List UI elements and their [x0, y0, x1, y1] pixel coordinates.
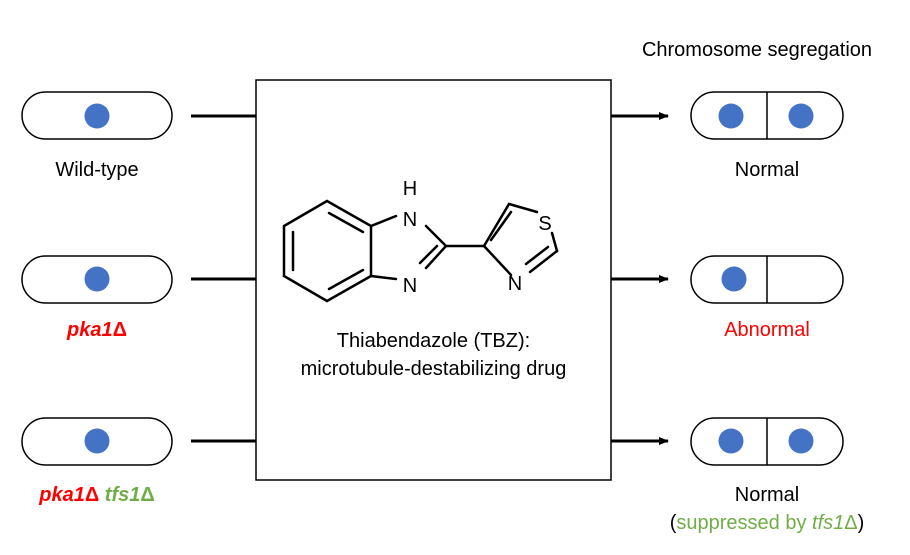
nucleus — [718, 103, 744, 129]
label-normal-1: Normal — [667, 158, 867, 182]
label-part: Δ — [844, 512, 858, 534]
atom-h: H — [403, 178, 417, 200]
label-part: tfs1 — [812, 512, 845, 534]
atom-n-thiazole: N — [508, 273, 522, 295]
label-part: Normal — [734, 484, 800, 506]
input-cell-pka1-tfs1 — [21, 417, 173, 466]
atom-s: S — [538, 213, 551, 235]
label-part: tfs1 — [104, 484, 141, 506]
output-cell-abnormal — [690, 255, 844, 304]
label-part: Δ — [140, 484, 155, 506]
label-part: suppressed by — [676, 512, 813, 534]
drug-name: Thiabendazole (TBZ): — [336, 330, 531, 352]
nucleus — [721, 266, 747, 292]
tbz-structure — [282, 199, 559, 303]
output-cell-normal-1 — [690, 91, 844, 140]
label-part: pka1 — [39, 484, 85, 506]
drug-description: microtubule-destabilizing drug — [300, 358, 567, 380]
label-wild-type: Wild-type — [2, 158, 192, 182]
label-abnormal: Abnormal — [667, 318, 867, 342]
nucleus — [84, 103, 110, 129]
drug-box — [255, 79, 612, 481]
output-cell-normal-2 — [690, 417, 844, 466]
atom-n-top: N — [403, 209, 417, 231]
header-title: Chromosome segregation — [641, 39, 873, 61]
nucleus — [788, 428, 814, 454]
label-part: Wild-type — [55, 159, 139, 181]
label-pka1: pka1Δ — [2, 318, 192, 342]
label-part: Δ — [84, 484, 100, 506]
label-normal-2: Normal — [667, 483, 867, 507]
nucleus — [84, 428, 110, 454]
label-part: Normal — [734, 159, 800, 181]
label-suppression-note: (suppressed by tfs1Δ) — [637, 511, 897, 535]
label-part: pka1 — [67, 319, 113, 341]
label-pka1-tfs1: pka1Δ tfs1Δ — [2, 483, 192, 507]
nucleus — [788, 103, 814, 129]
label-part: Abnormal — [724, 319, 810, 341]
label-part: ) — [857, 512, 865, 534]
input-cell-pka1 — [21, 255, 173, 304]
label-part: ( — [669, 512, 677, 534]
input-cell-wild-type — [21, 91, 173, 140]
nucleus — [718, 428, 744, 454]
nucleus — [84, 266, 110, 292]
atom-n-bottom: N — [403, 275, 417, 297]
label-part: Δ — [112, 319, 127, 341]
